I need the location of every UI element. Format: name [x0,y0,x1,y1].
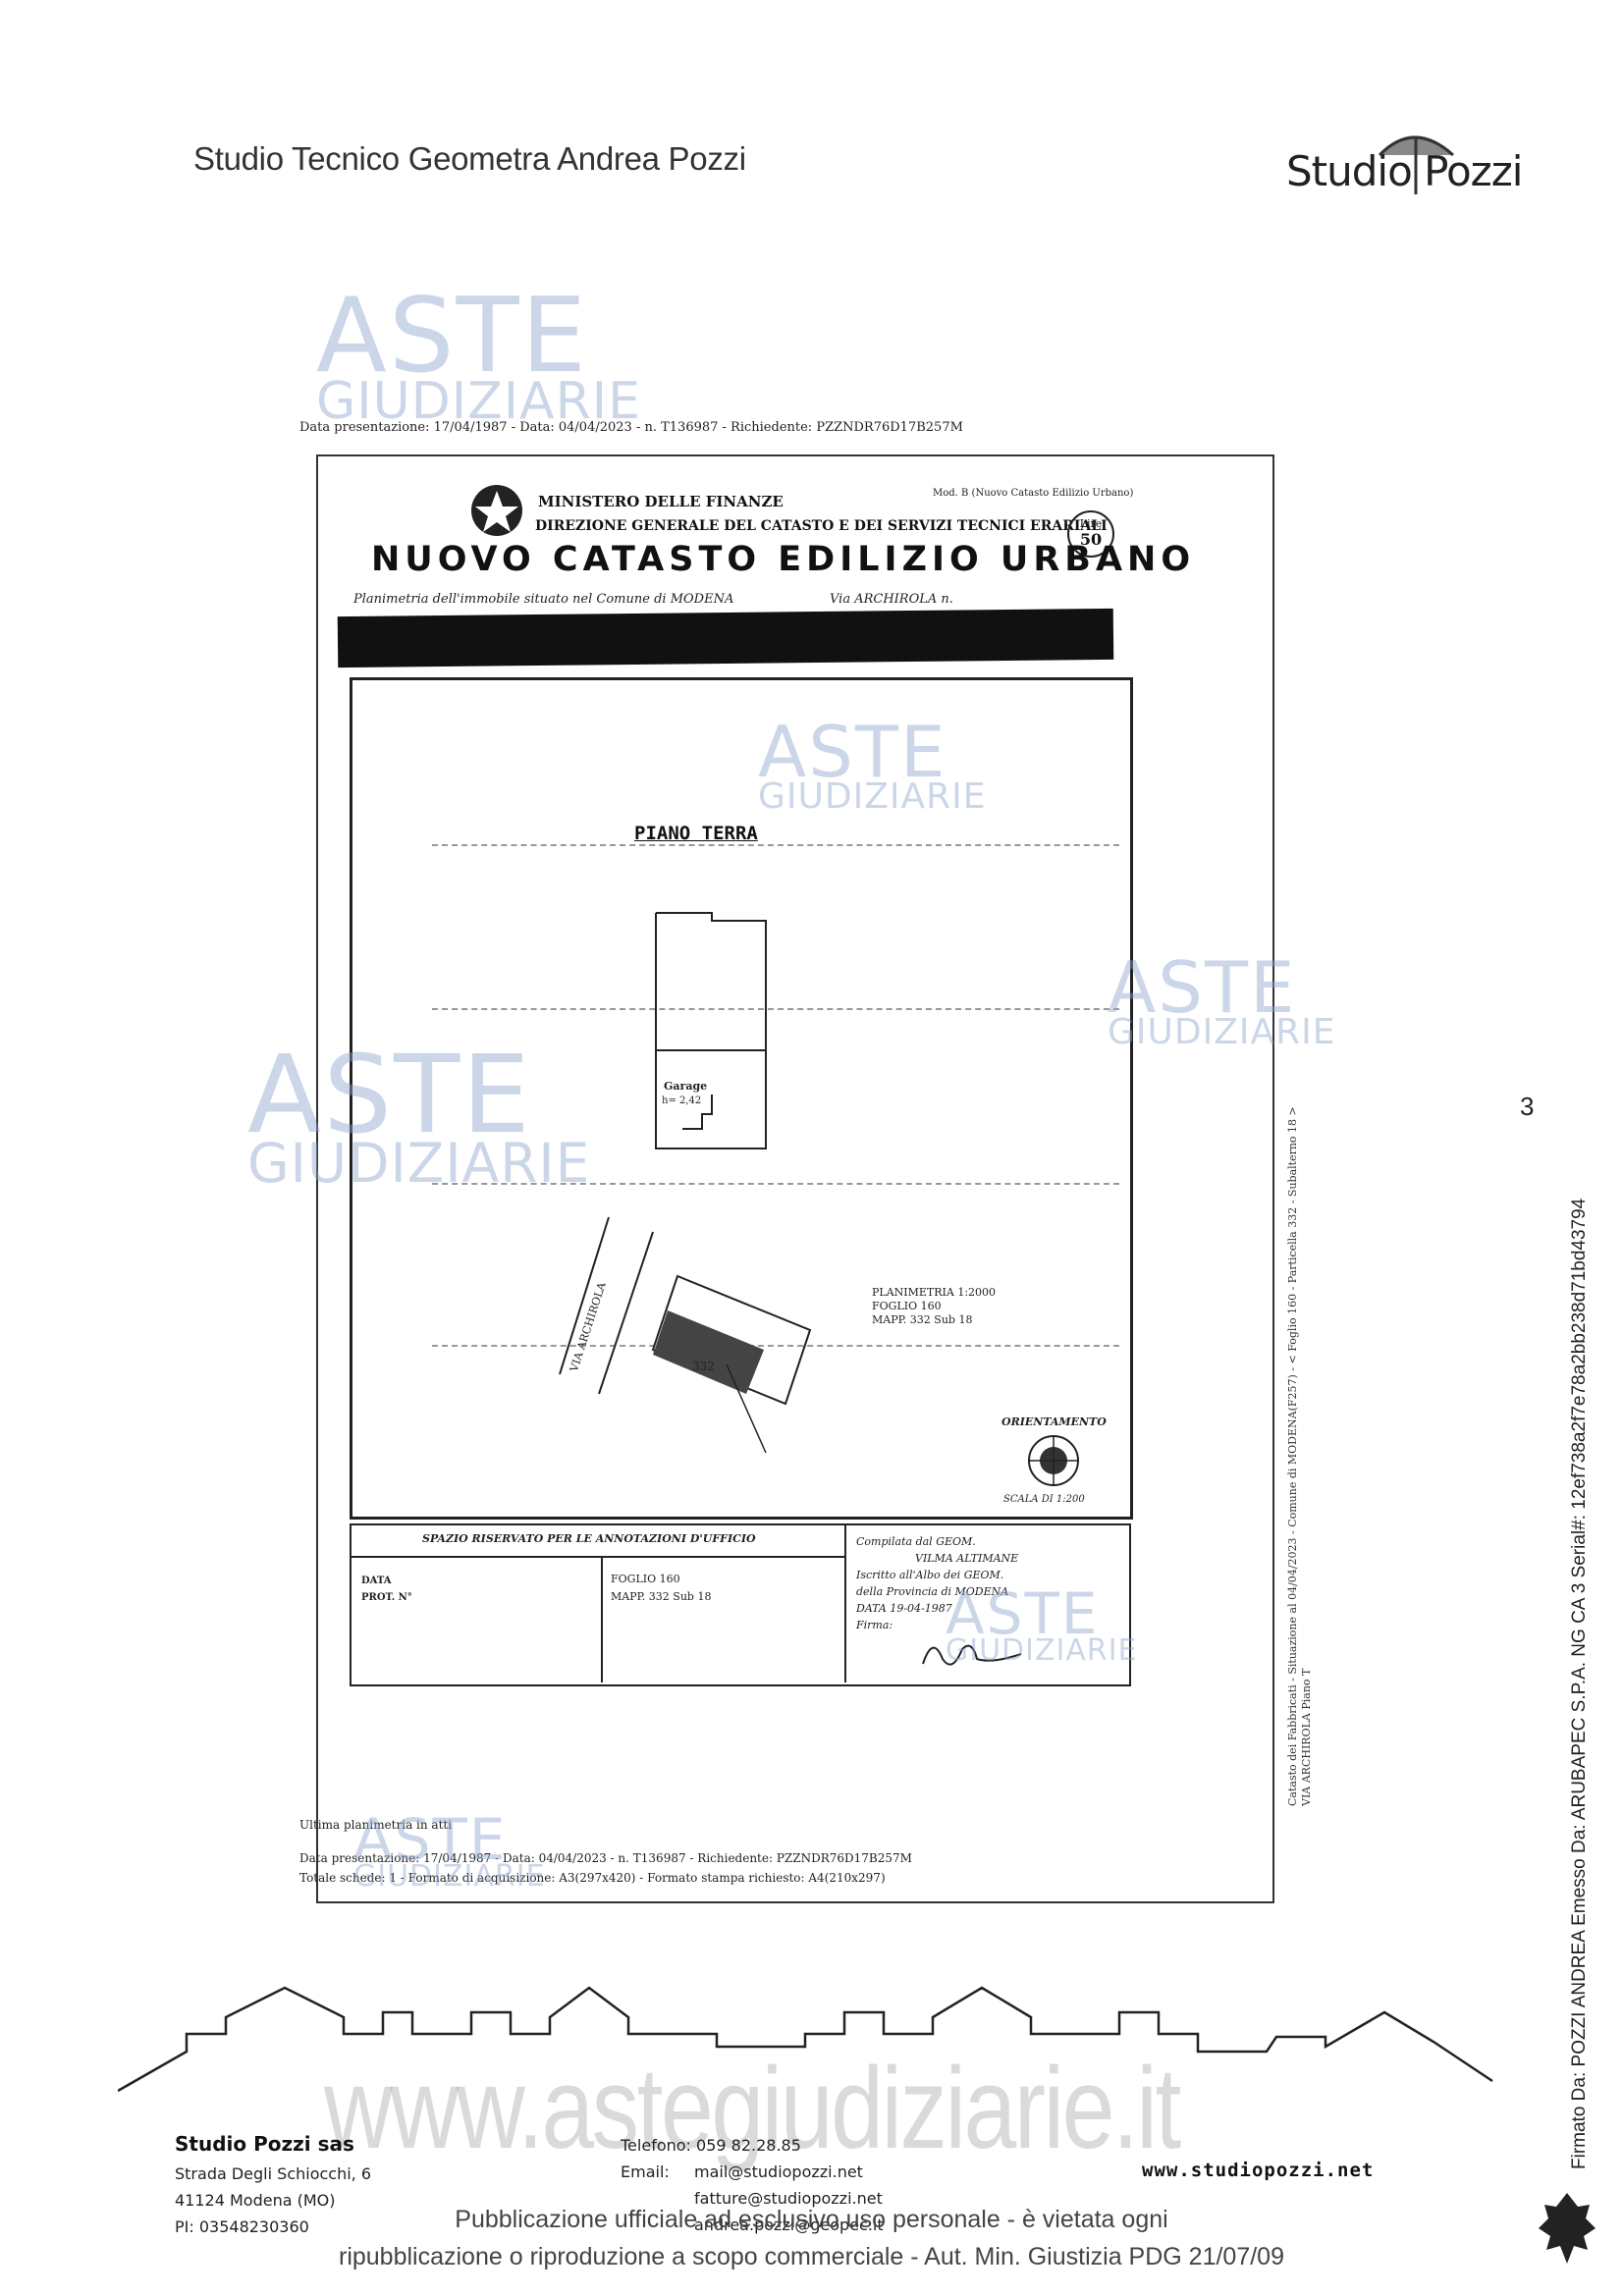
catasto-sheet [316,454,1274,1903]
footer-emails: mail@studiopozzi.net fatture@studiopozzi… [694,2159,884,2238]
notes-foglio: FOGLIO 160 [611,1573,680,1585]
firma-label: Firma: [856,1619,893,1631]
studio-title: Studio Tecnico Geometra Andrea Pozzi [193,140,746,177]
logo-text: Studio Pozzi [1286,147,1523,195]
prot-label: PROT. N° [361,1592,412,1603]
studio-pozzi-logo: Studio Pozzi [1286,126,1527,199]
cadastral-side-text: Catasto dei Fabbricati - Situazione al 0… [1286,1106,1313,1806]
footer-tel: Telefono: 059 82.28.85 [621,2136,801,2155]
email-1[interactable]: mail@studiopozzi.net [694,2163,863,2181]
parcel-number: 332 [692,1360,715,1373]
notes-divider [844,1523,846,1682]
publication-notice-2: ripubblicazione o riproduzione a scopo c… [339,2243,1284,2270]
page-number: 3 [1520,1092,1535,1121]
publication-notice-1: Pubblicazione ufficiale ad esclusivo uso… [455,2206,1168,2233]
plan-drawing-area [350,677,1133,1520]
emblem-icon [471,485,522,536]
watermark: ASTE GIUDIZIARIE [1108,946,1336,1052]
modello-label: Mod. B (Nuovo Catasto Edilizio Urbano) [933,488,1134,499]
footer-address: Strada Degli Schiocchi, 6 41124 Modena (… [175,2161,371,2240]
guide-line [432,1183,1119,1185]
lire-stamp: Lire 50 [1067,510,1114,558]
site-watermark: www.astegiudiziarie.it [324,2044,1181,2173]
data-sign-label: DATA 19-04-1987 [856,1602,952,1615]
footer-website[interactable]: www.studiopozzi.net [1142,2160,1375,2181]
catasto-top-line: Data presentazione: 17/04/1987 - Data: 0… [299,420,963,435]
address-line-2: 41124 Modena (MO) [175,2191,336,2210]
guide-line [432,1345,1119,1347]
ultima-planimetria: Ultima planimetria in atti [299,1818,453,1832]
sub-label: Sub 18 [934,1313,973,1326]
watermark: ASTE GIUDIZIARIE [758,711,987,817]
handwritten-signature [922,1644,1022,1666]
guide-line [432,1008,1119,1010]
address-line-1: Strada Degli Schiocchi, 6 [175,2164,372,2183]
watermark: ASTE GIUDIZIARIE [353,1806,546,1894]
redaction-bar [337,608,1114,668]
direzione-label: DIREZIONE GENERALE DEL CATASTO E DEI SER… [535,518,1108,534]
skyline-graphic [118,1986,1493,2093]
bottom-line-2: Totale schede: 1 - Formato di acquisizio… [299,1871,886,1885]
provincia-label: della Provincia di MODENA [856,1585,1009,1598]
comune-line: Planimetria dell'immobile situato nel Co… [353,592,734,607]
watermark: ASTE GIUDIZIARIE [247,1032,591,1195]
email-2[interactable]: fatture@studiopozzi.net [694,2189,883,2208]
planimetria-label: PLANIMETRIA 1:2000 [872,1286,997,1299]
bottom-line-1: Data presentazione: 17/04/1987 - Data: 0… [299,1851,912,1865]
mapp-label: MAPP. 332 [872,1313,931,1326]
orientamento-label: ORIENTAMENTO [1001,1415,1107,1428]
garage-label: Garage [664,1080,708,1093]
logo-umbrella-icon [1378,135,1455,194]
lire-label: Lire [1079,517,1103,530]
seal-icon [1539,2193,1596,2264]
footer-email-label: Email: [621,2163,670,2181]
email-3[interactable]: andrea.pozzi@geopec.it [694,2216,884,2234]
compiler-block: Compilata dal GEOM. VILMA ALTIMANE Iscri… [856,1533,1018,1633]
location-map [559,1216,812,1454]
garage-height: h= 2,42 [662,1095,702,1106]
watermark: ASTE GIUDIZIARIE [316,276,641,431]
ministry-label: MINISTERO DELLE FINANZE [538,493,784,510]
foglio-label: FOGLIO 160 [872,1300,942,1312]
catasto-title: NUOVO CATASTO EDILIZIO URBANO [371,540,1196,579]
notes-header: SPAZIO RISERVATO PER LE ANNOTAZIONI D'UF… [422,1532,756,1545]
data-label: DATA [361,1575,392,1586]
notes-divider [601,1556,603,1682]
guide-line [432,844,1119,846]
garage-floorplan [655,912,767,1149]
iscritto-label: Iscritto all'Albo dei GEOM. [856,1569,1004,1581]
compilata-label: Compilata dal GEOM. [856,1535,976,1548]
plan-legend: PLANIMETRIA 1:2000 FOGLIO 160 MAPP. 332 … [872,1286,996,1327]
piva: PI: 03548230360 [175,2217,309,2236]
digital-signature-text: Firmato Da: POZZI ANDREA Emesso Da: ARUB… [1569,1198,1590,2169]
via-line: Via ARCHIROLA n. [830,592,953,607]
compass-icon [1028,1435,1079,1486]
footer-company: Studio Pozzi sas [175,2132,354,2156]
scala-label: SCALA DI 1:200 [1003,1494,1085,1505]
compilata-name: VILMA ALTIMANE [915,1552,1019,1565]
plan-title: PIANO TERRA [634,823,758,844]
watermark: ASTE GIUDIZIARIE [946,1580,1138,1668]
lire-value: 50 [1079,530,1103,549]
annotations-box [350,1523,1131,1686]
notes-divider [350,1556,845,1558]
notes-mapp-sub: MAPP. 332 Sub 18 [611,1590,712,1603]
